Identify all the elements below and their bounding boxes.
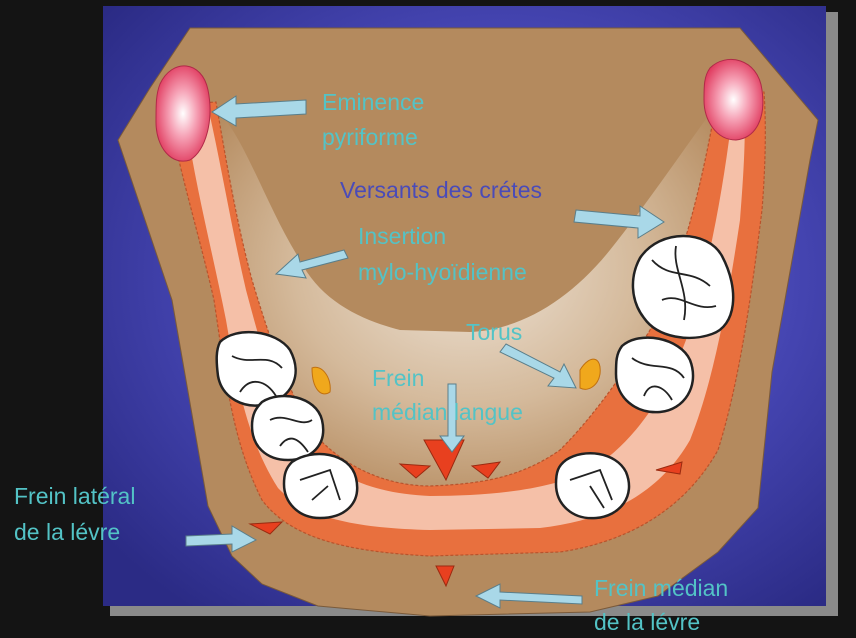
label-frein-lateral-1: Frein latéral [14, 483, 135, 509]
label-frein-langue-1: Frein [372, 365, 424, 391]
label-insertion-1: Insertion [358, 223, 446, 249]
label-frein-median-levre-1: Frein médian [594, 575, 728, 601]
label-frein-lateral-2: de la lévre [14, 519, 120, 545]
label-frein-median-levre-2: de la lévre [594, 609, 700, 635]
label-versants: Versants des crétes [340, 177, 542, 203]
label-frein-langue-2: médian langue [372, 399, 523, 425]
label-eminence-2: pyriforme [322, 124, 418, 150]
label-insertion-2: mylo-hyoïdienne [358, 259, 527, 285]
label-torus: Torus [466, 319, 522, 345]
label-eminence-1: Eminence [322, 89, 424, 115]
